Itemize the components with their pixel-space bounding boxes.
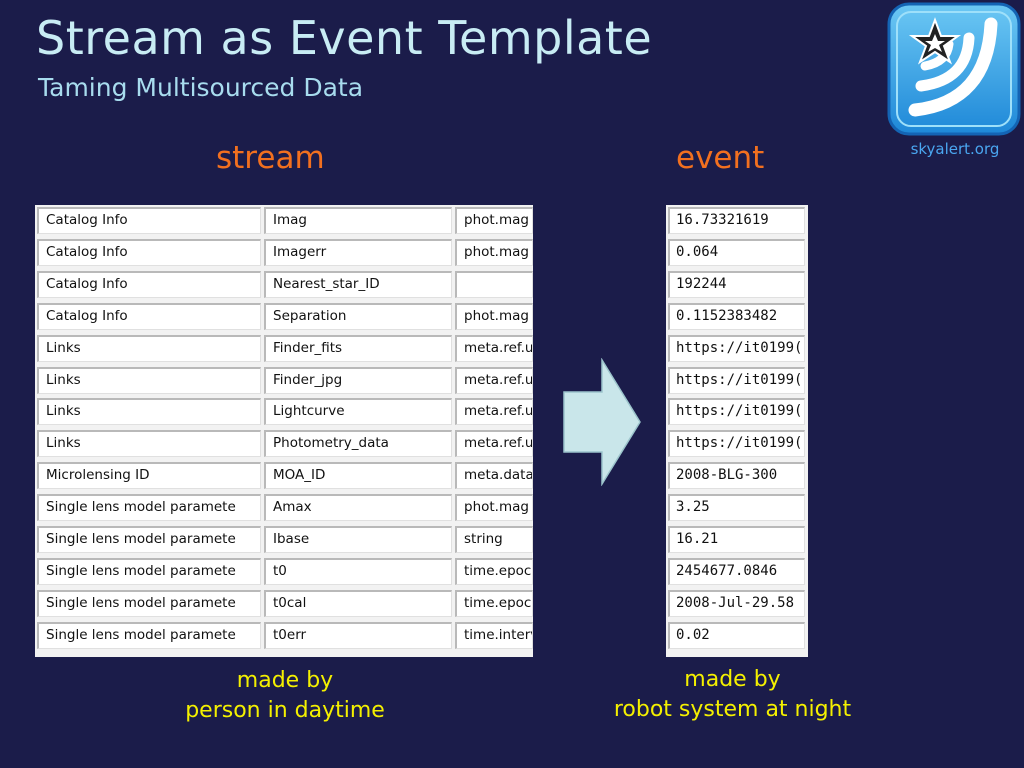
stream-group-field[interactable]: Single lens model paramete xyxy=(37,589,261,617)
event-value-field[interactable]: 0.1152383482 xyxy=(668,302,805,330)
stream-name-field[interactable]: Finder_fits xyxy=(264,334,452,362)
slide-title: Stream as Event Template xyxy=(36,11,653,65)
stream-ucd-field[interactable]: meta.dataset xyxy=(455,462,533,490)
event-value-field[interactable]: 2008-Jul-29.58 xyxy=(668,589,805,617)
event-value-field[interactable]: 192244 xyxy=(668,270,805,298)
stream-group-field[interactable]: Single lens model paramete xyxy=(37,526,261,553)
event-row: 3.25 xyxy=(666,492,808,524)
event-row: https://it0199( xyxy=(666,396,808,428)
event-value-field[interactable]: 3.25 xyxy=(668,494,805,522)
event-row: https://it0199( xyxy=(666,365,808,397)
stream-group-field[interactable]: Links xyxy=(37,398,261,426)
stream-group-field[interactable]: Links xyxy=(37,366,261,394)
stream-ucd-field[interactable] xyxy=(455,270,533,298)
skyalert-logo-icon xyxy=(887,2,1021,136)
stream-group-field[interactable]: Catalog Info xyxy=(37,207,261,234)
event-caption: made by robot system at night xyxy=(580,665,885,725)
stream-ucd-field[interactable]: time.interval xyxy=(455,621,533,649)
event-caption-line2: robot system at night xyxy=(613,697,852,722)
event-value-field[interactable]: 0.02 xyxy=(668,621,805,649)
stream-ucd-field[interactable]: phot.mag xyxy=(455,207,533,234)
stream-group-field[interactable]: Links xyxy=(37,430,261,458)
stream-group-field[interactable]: Catalog Info xyxy=(37,238,261,266)
stream-name-field[interactable]: Separation xyxy=(264,302,452,330)
stream-heading: stream xyxy=(216,140,325,176)
stream-ucd-field[interactable]: phot.mag xyxy=(455,302,533,330)
slide-subtitle: Taming Multisourced Data xyxy=(38,73,364,102)
event-value-field[interactable]: 16.21 xyxy=(668,526,805,553)
stream-name-field[interactable]: MOA_ID xyxy=(264,462,452,490)
stream-group-field[interactable]: Catalog Info xyxy=(37,302,261,330)
stream-ucd-field[interactable]: string xyxy=(455,526,533,553)
stream-ucd-field[interactable]: time.epoch xyxy=(455,589,533,617)
stream-ucd-field[interactable]: meta.ref.url xyxy=(455,430,533,458)
event-value-field[interactable]: 2008-BLG-300 xyxy=(668,462,805,490)
stream-name-field[interactable]: Ibase xyxy=(264,526,452,553)
event-value-field[interactable]: https://it0199( xyxy=(668,366,805,394)
logo-caption: skyalert.org xyxy=(910,140,1000,158)
stream-group-field[interactable]: Single lens model paramete xyxy=(37,557,261,585)
event-table: 16.73321619 0.064 192244 0.1152383482 https:… xyxy=(666,205,808,657)
event-row: https://it0199( xyxy=(666,428,808,460)
stream-group-field[interactable]: Catalog Info xyxy=(37,270,261,298)
event-row: 2454677.0846 xyxy=(666,556,808,588)
event-row: 0.064 xyxy=(666,237,808,269)
stream-name-field[interactable]: t0cal xyxy=(264,589,452,617)
event-row: 0.1152383482 xyxy=(666,301,808,333)
event-value-field[interactable]: https://it0199( xyxy=(668,430,805,458)
stream-caption-line1: made by xyxy=(236,668,334,693)
stream-group-field[interactable]: Microlensing ID xyxy=(37,462,261,490)
event-row: 16.21 xyxy=(666,524,808,556)
stream-ucd-field[interactable]: meta.ref.url xyxy=(455,398,533,426)
stream-name-field[interactable]: Lightcurve xyxy=(264,398,452,426)
stream-name-field[interactable]: Finder_jpg xyxy=(264,366,452,394)
stream-ucd-field[interactable]: meta.ref.url xyxy=(455,366,533,394)
stream-group-field[interactable]: Single lens model paramete xyxy=(37,494,261,522)
event-heading: event xyxy=(676,140,765,176)
event-value-field[interactable]: 0.064 xyxy=(668,238,805,266)
stream-group-field[interactable]: Links xyxy=(37,334,261,362)
arrow-right-icon xyxy=(563,358,641,486)
stream-name-field[interactable]: Photometry_data xyxy=(264,430,452,458)
event-row: 0.02 xyxy=(666,620,808,652)
event-row: https://it0199( xyxy=(666,333,808,365)
event-value-field[interactable]: https://it0199( xyxy=(668,398,805,426)
stream-caption-line2: person in daytime xyxy=(185,698,385,723)
event-row: 16.73321619 xyxy=(666,205,808,237)
stream-ucd-field[interactable]: meta.ref.url xyxy=(455,334,533,362)
event-row: 2008-BLG-300 xyxy=(666,460,808,492)
event-caption-line1: made by xyxy=(684,667,781,692)
stream-name-field[interactable]: t0 xyxy=(264,557,452,585)
event-row: 192244 xyxy=(666,269,808,301)
stream-name-field[interactable]: t0err xyxy=(264,621,452,649)
stream-ucd-field[interactable]: phot.mag xyxy=(455,494,533,522)
stream-ucd-field[interactable]: phot.mag xyxy=(455,238,533,266)
stream-name-field[interactable]: Amax xyxy=(264,494,452,522)
stream-name-field[interactable]: Nearest_star_ID xyxy=(264,270,452,298)
event-value-field[interactable]: 2454677.0846 xyxy=(668,557,805,585)
stream-name-field[interactable]: Imag xyxy=(264,207,452,234)
event-row: 2008-Jul-29.58 xyxy=(666,588,808,620)
stream-group-field[interactable]: Single lens model paramete xyxy=(37,621,261,649)
event-value-field[interactable]: 16.73321619 xyxy=(668,207,805,234)
stream-name-field[interactable]: Imagerr xyxy=(264,238,452,266)
event-value-field[interactable]: https://it0199( xyxy=(668,334,805,362)
stream-caption: made by person in daytime xyxy=(155,666,415,726)
stream-ucd-field[interactable]: time.epoch xyxy=(455,557,533,585)
